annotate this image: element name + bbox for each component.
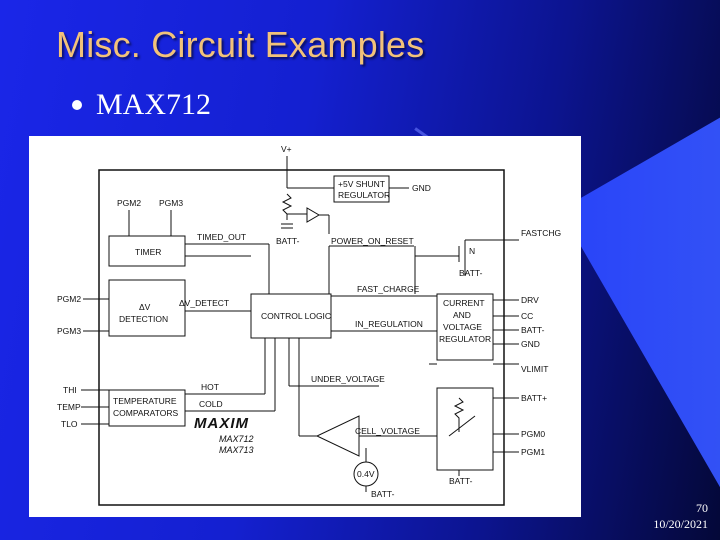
- tc-label-2: COMPARATORS: [113, 408, 179, 418]
- thi-label: THI: [63, 385, 77, 395]
- dv-detection-block: [108, 279, 186, 337]
- vlimit-label: VLIMIT: [521, 364, 548, 374]
- slide-title: Misc. Circuit Examples: [56, 24, 425, 65]
- page-number: 70: [696, 501, 708, 515]
- bullet-dot-icon: [72, 100, 82, 110]
- shunt-label-1: +5V SHUNT: [338, 179, 385, 189]
- chip-outline: [98, 169, 505, 506]
- pgm0-label: PGM0: [521, 429, 545, 439]
- vplus-label: V+: [281, 144, 292, 154]
- vref-label: 0.4V: [357, 469, 375, 479]
- timed-out-label: TIMED_OUT: [197, 232, 246, 242]
- batt-minus-b-label: BATT-: [459, 268, 483, 278]
- cold-label: COLD: [199, 399, 223, 409]
- shunt-label-2: REGULATOR: [338, 190, 390, 200]
- pgm1-label: PGM1: [521, 447, 545, 457]
- fastchg-label: FASTCHG: [521, 228, 561, 238]
- divider-resistor: [453, 397, 465, 432]
- gnd-right-label: GND: [521, 339, 540, 349]
- background-sweep-shape: [560, 90, 720, 540]
- dv-label-1: ΔV: [139, 302, 151, 312]
- power-on-reset-label: POWER_ON_RESET: [331, 236, 414, 246]
- maxim-logo: MAXIM: [194, 415, 249, 432]
- batt-plus-label: BATT+: [521, 393, 547, 403]
- pgm3-left-label: PGM3: [57, 326, 81, 336]
- cv-label-3: VOLTAGE: [443, 322, 482, 332]
- bullet-text: MAX712: [96, 88, 212, 121]
- pgm2-top-label: PGM2: [117, 198, 141, 208]
- buffer-triangle: [306, 207, 320, 223]
- timer-block: [108, 235, 186, 267]
- batt-minus-right-label: BATT-: [521, 325, 545, 335]
- dv-label-2: DETECTION: [119, 314, 168, 324]
- in-regulation-label: IN_REGULATION: [355, 319, 423, 329]
- n-fet-label: N: [469, 246, 475, 256]
- batt-minus-bottom-label: BATT-: [371, 489, 395, 499]
- cell-voltage-label: CELL_VOLTAGE: [355, 426, 420, 436]
- fast-charge-label: FAST_CHARGE: [357, 284, 420, 294]
- divider-wiper: [448, 415, 476, 437]
- cc-label: CC: [521, 311, 533, 321]
- part-label-2: MAX713: [219, 445, 254, 455]
- control-logic-block: [250, 293, 332, 339]
- part-label-1: MAX712: [219, 434, 254, 444]
- tc-label-1: TEMPERATURE: [113, 396, 177, 406]
- page-footer: 70 10/20/2021: [653, 500, 708, 532]
- cv-label-4: REGULATOR: [439, 334, 491, 344]
- batt-minus-a-label: BATT-: [276, 236, 300, 246]
- temp-comparators-block: [108, 389, 186, 427]
- temp-label: TEMP: [57, 402, 81, 412]
- timer-label: TIMER: [135, 247, 161, 257]
- pgm2-left-label: PGM2: [57, 294, 81, 304]
- shunt-regulator-block: [333, 175, 390, 203]
- control-logic-label: CONTROL LOGIC: [261, 311, 331, 321]
- resistor-top: [281, 193, 293, 220]
- cell-voltage-amp: [315, 415, 360, 457]
- dv-detect-label: ΔV_DETECT: [179, 298, 229, 308]
- cv-regulator-block: [436, 293, 494, 361]
- bullet-item: MAX712: [72, 88, 211, 122]
- drv-label: DRV: [521, 295, 539, 305]
- divider-block: [436, 387, 494, 471]
- under-voltage-label: UNDER_VOLTAGE: [311, 374, 385, 384]
- cv-label-1: CURRENT: [443, 298, 485, 308]
- block-diagram-panel: V+ +5V SHUNT REGULATOR GND BATT- PGM2 PG…: [29, 136, 581, 517]
- tlo-label: TLO: [61, 419, 78, 429]
- gnd-top-label: GND: [412, 183, 431, 193]
- pgm3-top-label: PGM3: [159, 198, 183, 208]
- hot-label: HOT: [201, 382, 219, 392]
- slide-date: 10/20/2021: [653, 517, 708, 531]
- cv-label-2: AND: [453, 310, 471, 320]
- block-diagram: V+ +5V SHUNT REGULATOR GND BATT- PGM2 PG…: [57, 144, 561, 506]
- batt-minus-box-label: BATT-: [449, 476, 473, 486]
